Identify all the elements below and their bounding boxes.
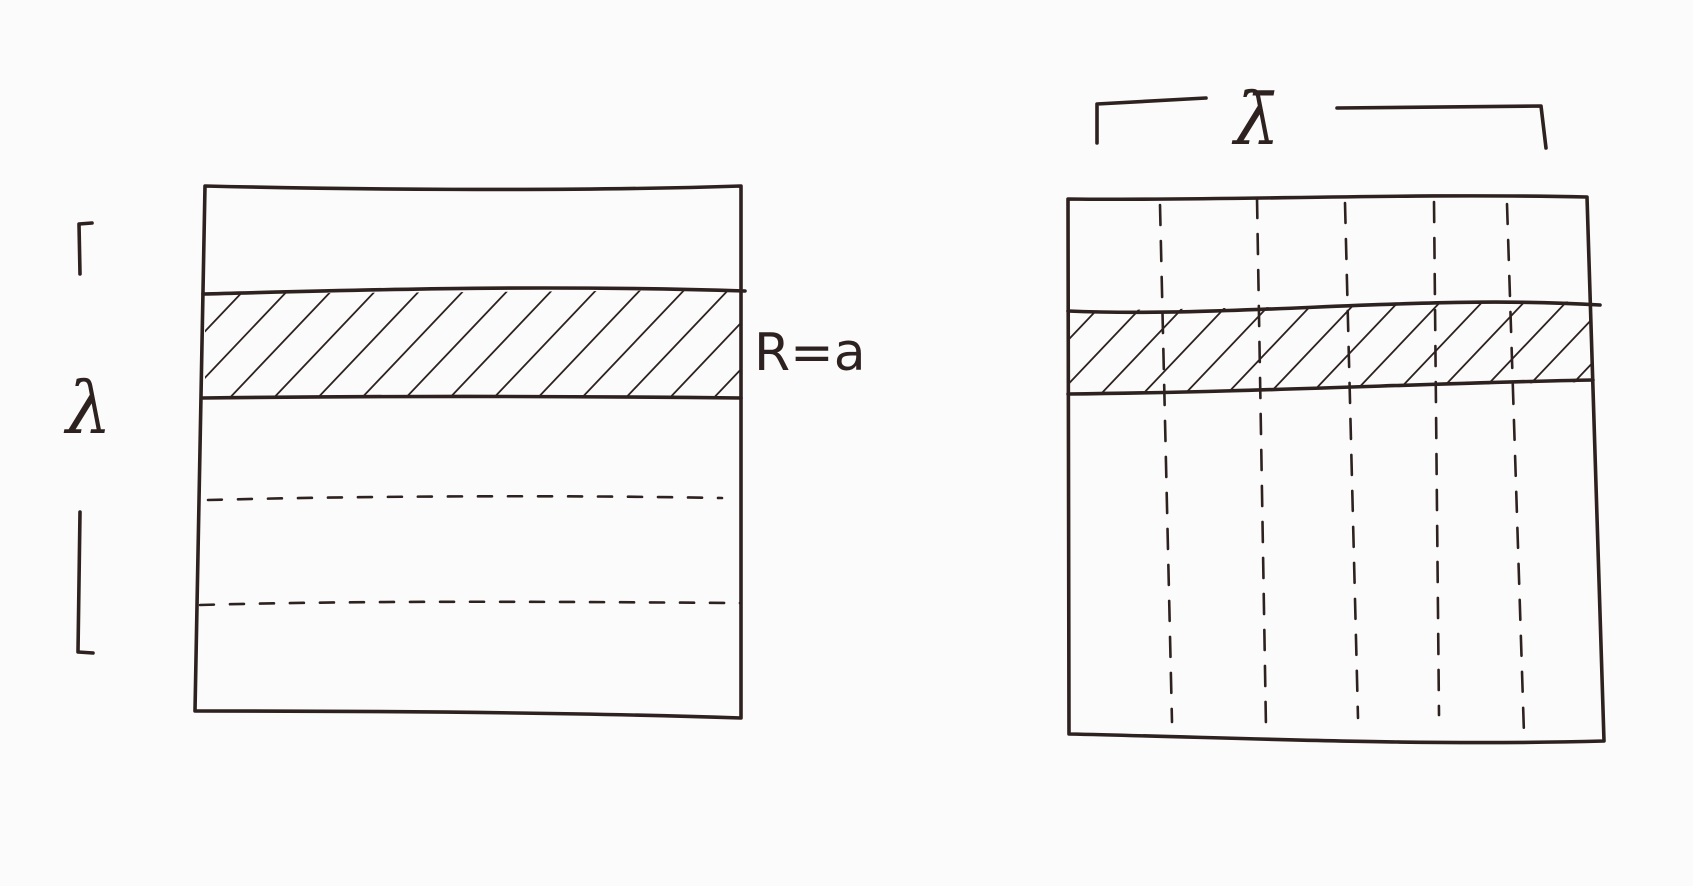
right-dashed-column-divider	[1255, 196, 1268, 730]
left-outer-rect	[193, 184, 743, 720]
hatch-line	[1308, 301, 1405, 394]
left-dashed-row-divider	[198, 600, 742, 607]
left-row-top-line	[201, 286, 747, 296]
hatch-line	[1392, 301, 1489, 394]
right-row-bottom-line	[1066, 378, 1595, 396]
side-label: λ	[63, 366, 112, 450]
right-figure: λ̄	[1066, 77, 1693, 745]
right-dashed-column-divider	[1432, 200, 1441, 717]
left-highlight-row	[201, 286, 747, 400]
hatch-line	[224, 290, 338, 398]
bracket-top	[77, 221, 94, 276]
hatch-line	[1518, 301, 1591, 394]
hatch-line	[205, 290, 294, 398]
top-label: λ̄	[1231, 77, 1280, 161]
row-label: R=a	[754, 323, 866, 383]
bracket-bottom	[76, 510, 95, 655]
left-row-hatching	[205, 290, 742, 398]
hatch-line	[400, 290, 514, 398]
left-dashed-row-divider	[206, 494, 724, 502]
right-width-bracket: λ̄	[1095, 77, 1548, 161]
hatch-line	[708, 290, 742, 398]
hatch-line	[1140, 301, 1237, 394]
hatch-line	[1266, 301, 1363, 394]
right-highlight-row	[1066, 296, 1693, 396]
right-dashed-column-divider	[1158, 203, 1174, 724]
left-row-bottom-line	[201, 394, 743, 400]
hatch-line	[532, 290, 646, 398]
hatch-line	[1224, 301, 1321, 394]
hatch-line	[1068, 301, 1069, 394]
hatch-line	[576, 290, 690, 398]
bracket-right	[1335, 104, 1548, 150]
hatch-line	[1182, 301, 1279, 394]
left-figure: λ R=a	[63, 184, 866, 720]
right-dashed-column-divider	[1343, 201, 1360, 720]
hatch-line	[1434, 301, 1531, 394]
hatch-line	[312, 290, 426, 398]
hatch-line	[205, 290, 250, 398]
hatch-line	[620, 290, 734, 398]
bracket-left	[1095, 96, 1208, 145]
right-row-top-line	[1066, 300, 1602, 315]
hatch-line	[268, 290, 382, 398]
hatch-line	[664, 290, 742, 398]
hatch-line	[1476, 301, 1573, 394]
hatch-line	[444, 290, 558, 398]
hatch-line	[1603, 296, 1693, 396]
right-dashed-column-divider	[1505, 202, 1526, 736]
hatch-line	[1350, 301, 1447, 394]
right-outer-rect	[1066, 194, 1606, 745]
left-height-bracket: λ	[63, 221, 112, 655]
hatch-line	[356, 290, 470, 398]
hatch-line	[488, 290, 602, 398]
